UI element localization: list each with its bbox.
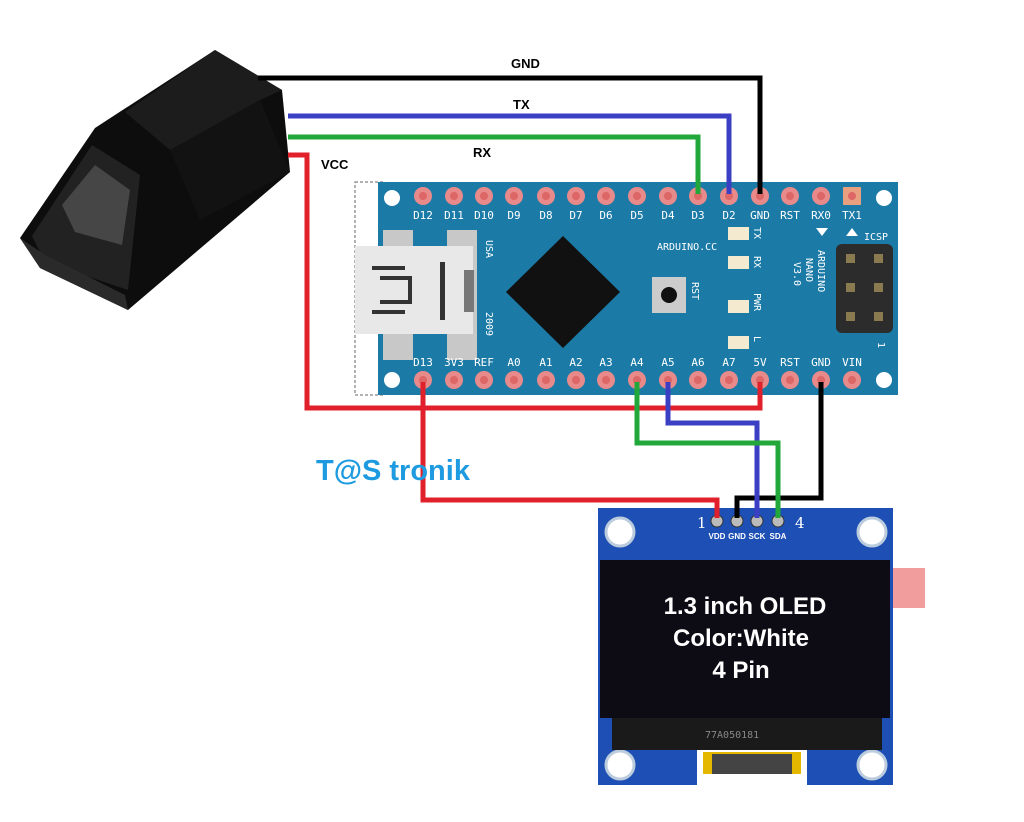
wire-rx-sensor	[288, 134, 701, 194]
bottom-pin-label: A6	[691, 356, 704, 369]
pin-hole	[542, 376, 550, 384]
top-pin-label: D9	[507, 209, 520, 222]
bottom-pin-label: D13	[413, 356, 433, 369]
tx-wire-label: TX	[513, 97, 530, 112]
oled-part-number: 77A050181	[705, 730, 759, 741]
oled-pin1-label: 1	[697, 514, 707, 532]
pin-hole	[725, 376, 733, 384]
top-pin-label: GND	[750, 209, 770, 222]
wires	[258, 75, 824, 518]
vcc-wire-label: VCC	[321, 157, 349, 172]
bottom-pin-label: A2	[569, 356, 582, 369]
bottom-pin-row: D13 3V3 REF A0 A1 A2 A3 A4 A5 A6 A7 5V RST GND VIN	[413, 356, 862, 389]
oled-screen	[600, 560, 890, 718]
pin-hole	[786, 376, 794, 384]
pin-hole	[572, 192, 580, 200]
top-pin-label: D10	[474, 209, 494, 222]
fingerprint-sensor	[20, 50, 290, 310]
bottom-pin-label: A7	[722, 356, 735, 369]
oled-pin-label: SDA	[770, 532, 787, 541]
bottom-pin-label: A3	[599, 356, 612, 369]
year-label: 2009	[483, 312, 494, 336]
pin-hole	[510, 376, 518, 384]
bottom-pin-label: A1	[539, 356, 552, 369]
wire-a5-sck	[665, 382, 760, 518]
pin-hole	[480, 376, 488, 384]
oled-pin-label: SCK	[749, 532, 766, 541]
wire-d13-vdd	[420, 382, 720, 518]
pin-hole	[694, 376, 702, 384]
top-pin-label: D8	[539, 209, 552, 222]
pin-hole	[786, 192, 794, 200]
top-pin-label: TX1	[842, 209, 862, 222]
pin-hole	[602, 376, 610, 384]
top-pin-label: D4	[661, 209, 675, 222]
brand-logo-text: T@S tronik	[316, 455, 470, 487]
led-pwr-label: PWR	[751, 293, 762, 312]
top-pin-label: D6	[599, 209, 612, 222]
rx-wire-label: RX	[473, 145, 491, 160]
oled-pin-label: VDD	[709, 532, 726, 541]
bottom-pin-label: GND	[811, 356, 831, 369]
bottom-pin-label: REF	[474, 356, 494, 369]
oled-module: 77A050181 1.3 inch OLED Color:White 4 Pi…	[598, 508, 925, 785]
arduino-cc-label: ARDUINO.CC	[657, 242, 717, 253]
wire-a4-sda	[634, 382, 781, 518]
bottom-pin-label: A5	[661, 356, 674, 369]
top-pin-label: D3	[691, 209, 704, 222]
icsp-label: ICSP	[864, 232, 888, 243]
top-pin-label: RX0	[811, 209, 831, 222]
oled-pin-label: GND	[728, 532, 746, 541]
wire-tx-sensor	[288, 113, 732, 194]
bottom-pin-label: 3V3	[444, 356, 464, 369]
pin-hole	[450, 192, 458, 200]
bottom-pin-label: VIN	[842, 356, 862, 369]
status-leds	[728, 227, 749, 349]
led-rx-label: RX	[751, 256, 762, 268]
pin-hole	[602, 192, 610, 200]
icsp-header	[836, 244, 893, 333]
pin-hole	[450, 376, 458, 384]
bottom-pin-label: A0	[507, 356, 520, 369]
model-line-2: NANO	[803, 258, 814, 282]
pin-hole	[817, 192, 825, 200]
top-pin-label: D2	[722, 209, 735, 222]
pin-hole	[542, 192, 550, 200]
pin-hole	[633, 192, 641, 200]
pin-hole	[848, 192, 856, 200]
gnd-wire-label: GND	[511, 56, 540, 71]
top-pin-label: D5	[630, 209, 643, 222]
model-line-1: ARDUINO	[815, 250, 826, 292]
pin-hole	[572, 376, 580, 384]
usb-connector-icon	[355, 230, 477, 360]
oled-line-2: Color:White	[673, 625, 809, 652]
top-pin-label: D11	[444, 209, 464, 222]
oled-pin4-label: 4	[795, 514, 805, 532]
top-pin-row: D12 D11 D10 D9 D8 D7 D6 D5 D4 D3 D2 GND RST RX0 TX1	[413, 187, 862, 222]
top-pin-label: D12	[413, 209, 433, 222]
icsp-pin1-label: 1	[875, 342, 886, 348]
pin-hole	[480, 192, 488, 200]
wire-gnd-sensor	[258, 75, 763, 194]
model-line-3: V3.0	[791, 262, 802, 286]
oled-line-1: 1.3 inch OLED	[664, 593, 827, 620]
pin-hole	[419, 192, 427, 200]
microcontroller-chip	[506, 236, 620, 348]
pin-hole	[848, 376, 856, 384]
pin-hole	[510, 192, 518, 200]
led-l-label: L	[751, 336, 762, 342]
oled-line-3: 4 Pin	[712, 657, 769, 684]
pin-hole	[664, 192, 672, 200]
usa-label: USA	[483, 240, 494, 258]
rst-label: RST	[689, 282, 700, 300]
top-pin-label: D7	[569, 209, 582, 222]
led-tx-label: TX	[751, 227, 762, 239]
bottom-pin-label: RST	[780, 356, 800, 369]
arduino-nano-board: USA 2009 RST ARDUINO.CC TX RX PWR L ARDU…	[354, 181, 898, 396]
top-pin-label: RST	[780, 209, 800, 222]
bottom-pin-label: A4	[630, 356, 644, 369]
wire-vcc-sensor	[288, 152, 763, 411]
bottom-pin-label: 5V	[753, 356, 767, 369]
